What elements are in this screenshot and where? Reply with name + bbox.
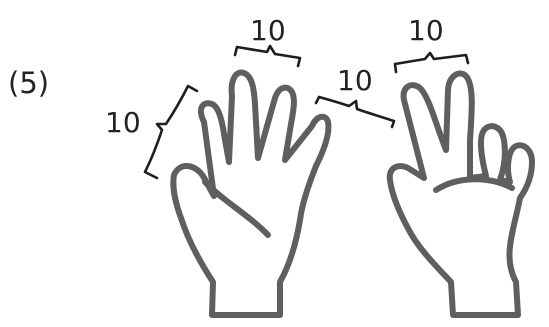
label-left-thumb-span: 10	[105, 106, 141, 139]
problem-number: (5)	[8, 66, 49, 100]
label-left-fingers-span: 10	[250, 14, 286, 47]
right-hand	[390, 74, 532, 315]
left-hand	[173, 72, 328, 315]
left-hand-outline	[173, 72, 328, 315]
brace-right-fingers	[395, 53, 468, 72]
right-hand-outline	[390, 74, 532, 315]
label-between-hands-span: 10	[337, 64, 373, 97]
label-right-fingers-span: 10	[408, 14, 444, 47]
brace-left-fingers	[235, 46, 300, 66]
